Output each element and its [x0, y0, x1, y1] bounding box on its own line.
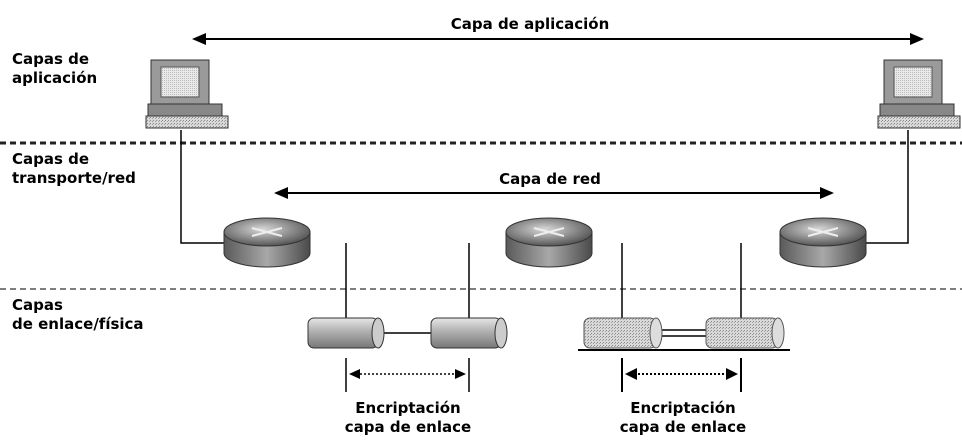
encryption-span-right — [621, 358, 742, 392]
router-icon-left — [223, 217, 311, 268]
application-span-label: Capa de aplicación — [450, 15, 610, 33]
layer-label-transport: Capas de transporte/red — [12, 150, 136, 187]
network-span-arrow — [274, 187, 834, 199]
router-icon-center — [505, 217, 593, 268]
application-span-arrow — [192, 33, 924, 45]
layer-label-link: Capas de enlace/física — [12, 296, 144, 333]
encryptor-icon-1 — [307, 317, 385, 349]
encryption-label-right: Encriptación capa de enlace — [619, 399, 747, 436]
encryption-span-left — [345, 358, 470, 392]
encryptor-icon-4 — [705, 317, 785, 349]
network-span-label: Capa de red — [499, 170, 601, 188]
encryptor-icon-2 — [430, 317, 508, 349]
encryptor-icon-3 — [583, 317, 663, 349]
encryption-label-left: Encriptación capa de enlace — [344, 399, 472, 436]
computer-icon-right — [877, 59, 961, 129]
connection-lines — [180, 130, 909, 351]
computer-icon-left — [145, 59, 229, 129]
layer-label-application: Capas de aplicación — [12, 50, 98, 87]
router-icon-right — [779, 217, 867, 268]
